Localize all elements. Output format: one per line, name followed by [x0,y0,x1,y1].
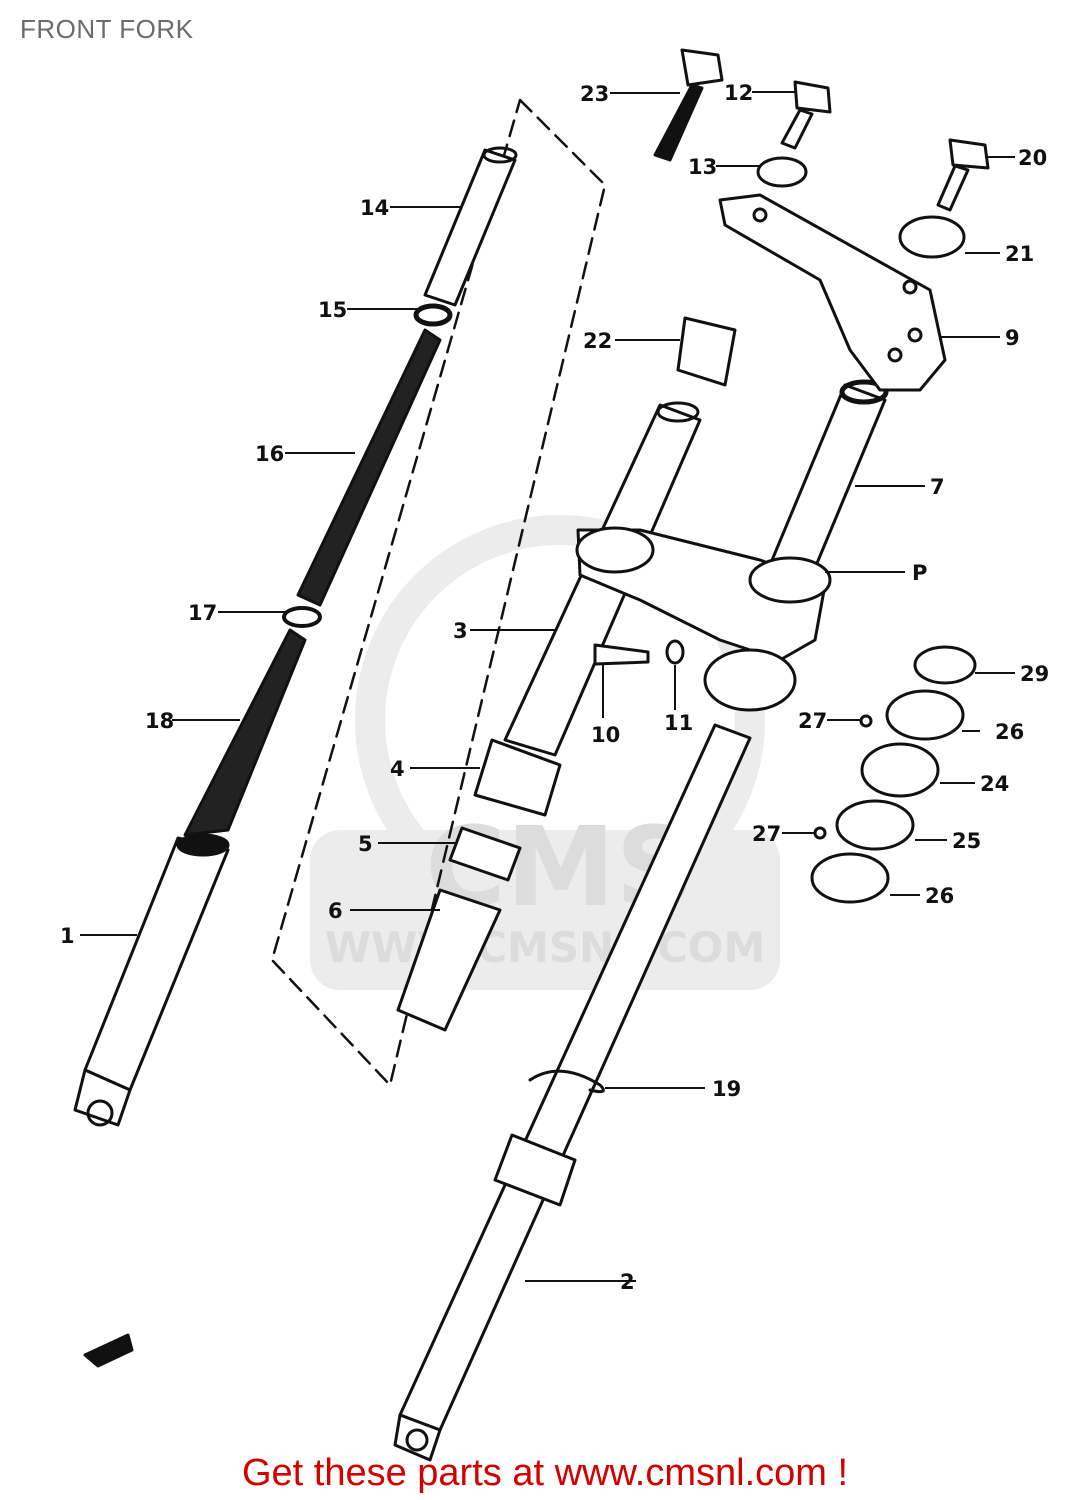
watermark-url: WWW.CMSNL.COM [325,923,766,972]
part-1-outer-tube [73,833,230,1127]
footer-promo-link[interactable]: Get these parts at www.cmsnl.com ! [241,1452,849,1494]
part-27-ball-upper [859,714,873,728]
part-18-spring [183,628,307,837]
callout-20: 20 [1018,146,1047,170]
part-23-bolt [653,48,724,162]
part-24-cone [860,742,940,798]
part-6-cylinder [396,888,502,1032]
part-10-bolt [593,643,650,666]
part-29-ring [913,645,977,685]
callout-15: 15 [318,298,347,322]
part-26-upper-race [885,689,965,741]
callout-22: 22 [583,329,612,353]
part-19-clip [528,1069,605,1094]
part-20-bolt [936,138,990,212]
lower-bracket-right-clamp [748,556,832,604]
part-12-bolt [780,80,832,150]
callout-17: 17 [188,601,217,625]
callout-1: 1 [60,924,75,948]
callout-29: 29 [1020,662,1049,686]
callout-25: 25 [952,829,981,853]
part-7-steering-stem [768,379,889,582]
callout-10: 10 [591,723,620,747]
callout-14: 14 [360,196,389,220]
leader-lines [80,91,1015,1282]
lower-bracket-left-clamp [575,526,655,574]
callout-24: 24 [980,772,1009,796]
callout-9: 9 [1005,326,1020,350]
callout-13: 13 [688,155,717,179]
callout-19: 19 [712,1077,741,1101]
callout-26-lower: 26 [925,884,954,908]
callout-7: 7 [930,475,945,499]
part-25-race [835,799,915,851]
part-5-seal [448,826,522,882]
callout-4: 4 [390,757,405,781]
callout-2: 2 [620,1270,635,1294]
part-11-washer [665,639,685,665]
callout-27-upper: 27 [798,709,827,733]
part-13-washer [756,156,808,188]
right-fork-top-seal [703,648,797,712]
part-21-cap-nut [898,215,966,259]
part-9-upper-bracket [718,193,947,392]
callout-21: 21 [1005,242,1034,266]
callout-6: 6 [328,899,343,923]
callout-18: 18 [145,709,174,733]
explosion-boundary [270,98,607,1087]
part-27-ball-lower [813,826,827,840]
callout-3: 3 [453,619,468,643]
part-16-spring [296,328,442,607]
part-14-tube [423,146,518,307]
part-22-cap [676,316,737,387]
part-17-ring [282,606,322,628]
callout-11: 11 [664,711,693,735]
callout-23: 23 [580,82,609,106]
callout-12: 12 [724,81,753,105]
callout-27-lower: 27 [752,822,781,846]
diagram-title: FRONT FORK [20,14,194,44]
front-direction-arrow [83,1333,134,1368]
part-4-bushing [473,738,562,817]
part-15-washer [413,303,453,327]
callout-p: P [912,561,927,585]
part-2-outer-tube [393,723,752,1462]
callout-5: 5 [358,832,373,856]
part-26-lower-seal [810,852,890,904]
callout-26-upper: 26 [995,720,1024,744]
callout-16: 16 [255,442,284,466]
